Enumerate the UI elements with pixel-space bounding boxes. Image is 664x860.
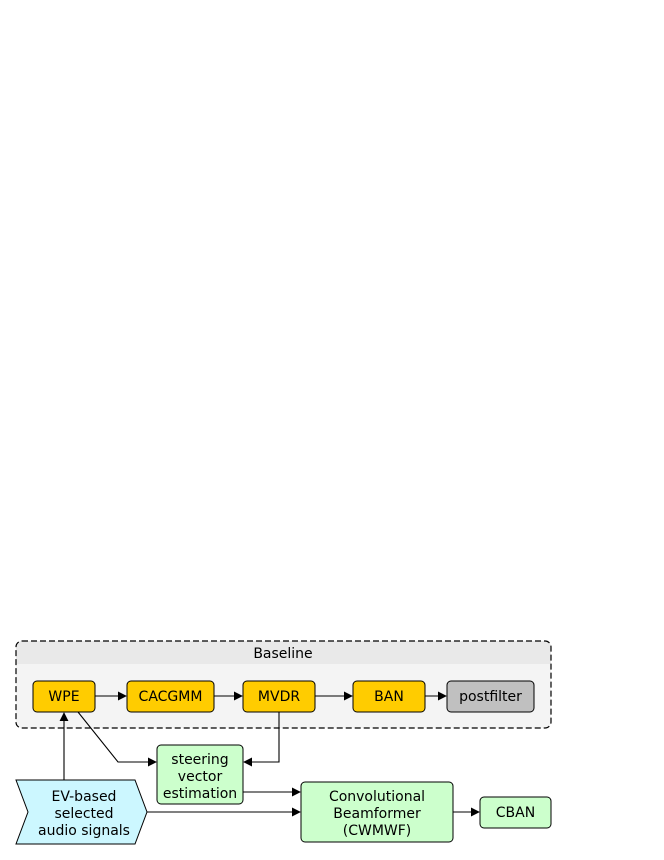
ban-label: BAN <box>374 689 404 705</box>
wpe-label: WPE <box>48 689 79 705</box>
arrow-wpe-to-steering <box>77 711 157 767</box>
cban-block[interactable]: CBAN <box>479 796 552 829</box>
ban-block[interactable]: BAN <box>352 680 426 713</box>
steering-label-line2: vector <box>178 769 223 785</box>
postfilter-label: postfilter <box>459 689 522 705</box>
cacgmm-block[interactable]: CACGMM <box>126 680 215 713</box>
arrow-mvdr-to-steering <box>243 712 280 767</box>
wpe-block[interactable]: WPE <box>32 680 96 713</box>
cwmwf-block[interactable]: Convolutional Beamformer (CWMWF) <box>300 781 454 843</box>
cwmwf-label-line2: Beamformer <box>333 806 421 822</box>
cacgmm-label: CACGMM <box>139 689 203 705</box>
steering-vector-block[interactable]: steering vector estimation <box>156 744 244 805</box>
mvdr-label: MVDR <box>258 689 300 705</box>
cwmwf-label-line3: (CWMWF) <box>343 823 412 839</box>
baseline-title: Baseline <box>253 646 312 662</box>
input-label-line3: audio signals <box>38 823 130 839</box>
input-label-line2: selected <box>54 806 113 822</box>
cwmwf-label-line1: Convolutional <box>329 789 425 805</box>
postfilter-block[interactable]: postfilter <box>446 680 535 713</box>
steering-label-line1: steering <box>171 752 228 768</box>
connectors <box>59 691 480 817</box>
input-signals-block[interactable]: EV-based selected audio signals <box>15 779 148 845</box>
input-label-line1: EV-based <box>52 789 117 805</box>
steering-label-line3: estimation <box>163 786 237 802</box>
cban-label: CBAN <box>496 805 535 821</box>
baseline-border <box>15 640 552 729</box>
baseline-header <box>16 641 551 664</box>
mvdr-block[interactable]: MVDR <box>242 680 316 713</box>
